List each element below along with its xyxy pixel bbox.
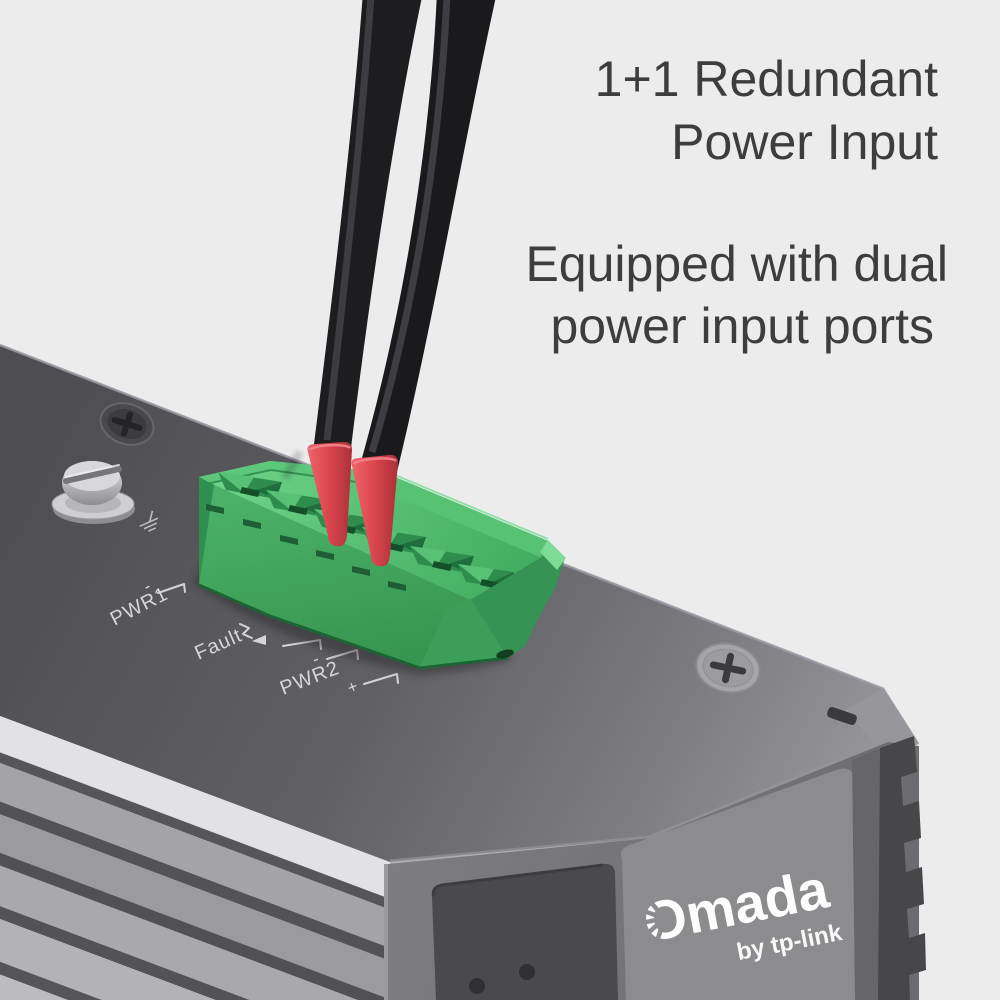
device-ribbed-side [0, 716, 390, 1000]
terminal-front-slots [206, 504, 406, 591]
subheadline-line1: Equipped with dual [525, 236, 948, 292]
terminal-block-right-notch [540, 540, 566, 570]
phillips-screw-left [99, 402, 155, 446]
front-logo-panel [620, 768, 860, 1000]
right-edge-bevel [852, 748, 880, 1000]
terminal-block-right-face [470, 541, 565, 658]
headline-line1: 1+1 Redundant [595, 51, 938, 107]
subheadline: Equipped with dual power input ports [525, 236, 948, 354]
ground-screw [51, 461, 135, 524]
terminal-block-bottom-edge [198, 583, 509, 670]
wire-boot-2 [351, 455, 398, 567]
top-slot [827, 707, 857, 725]
headline: 1+1 Redundant Power Input [595, 51, 938, 170]
device-corner-bevel [845, 688, 919, 754]
headline-line2: Power Input [671, 114, 938, 170]
terminal-block-right-front [420, 598, 508, 668]
omada-o-segments [642, 899, 665, 941]
recess-hole [469, 978, 485, 994]
wire-boot-1 [307, 442, 352, 547]
fault-arrow-icon [252, 635, 266, 645]
phillips-screw-right [695, 642, 761, 694]
front-port-recess [431, 863, 618, 1000]
right-fins [878, 736, 926, 1000]
terminal-block-front [199, 485, 470, 668]
subheadline-line2: power input ports [550, 298, 934, 354]
ground-symbol-icon [139, 510, 159, 532]
power-wires [307, 0, 496, 567]
terminal-block-rear-wall [375, 472, 548, 557]
fault-relay-symbol [239, 623, 253, 639]
terminal-block-foot [496, 649, 514, 659]
recess-hole [519, 964, 535, 980]
power-wire-2 [358, 0, 496, 476]
